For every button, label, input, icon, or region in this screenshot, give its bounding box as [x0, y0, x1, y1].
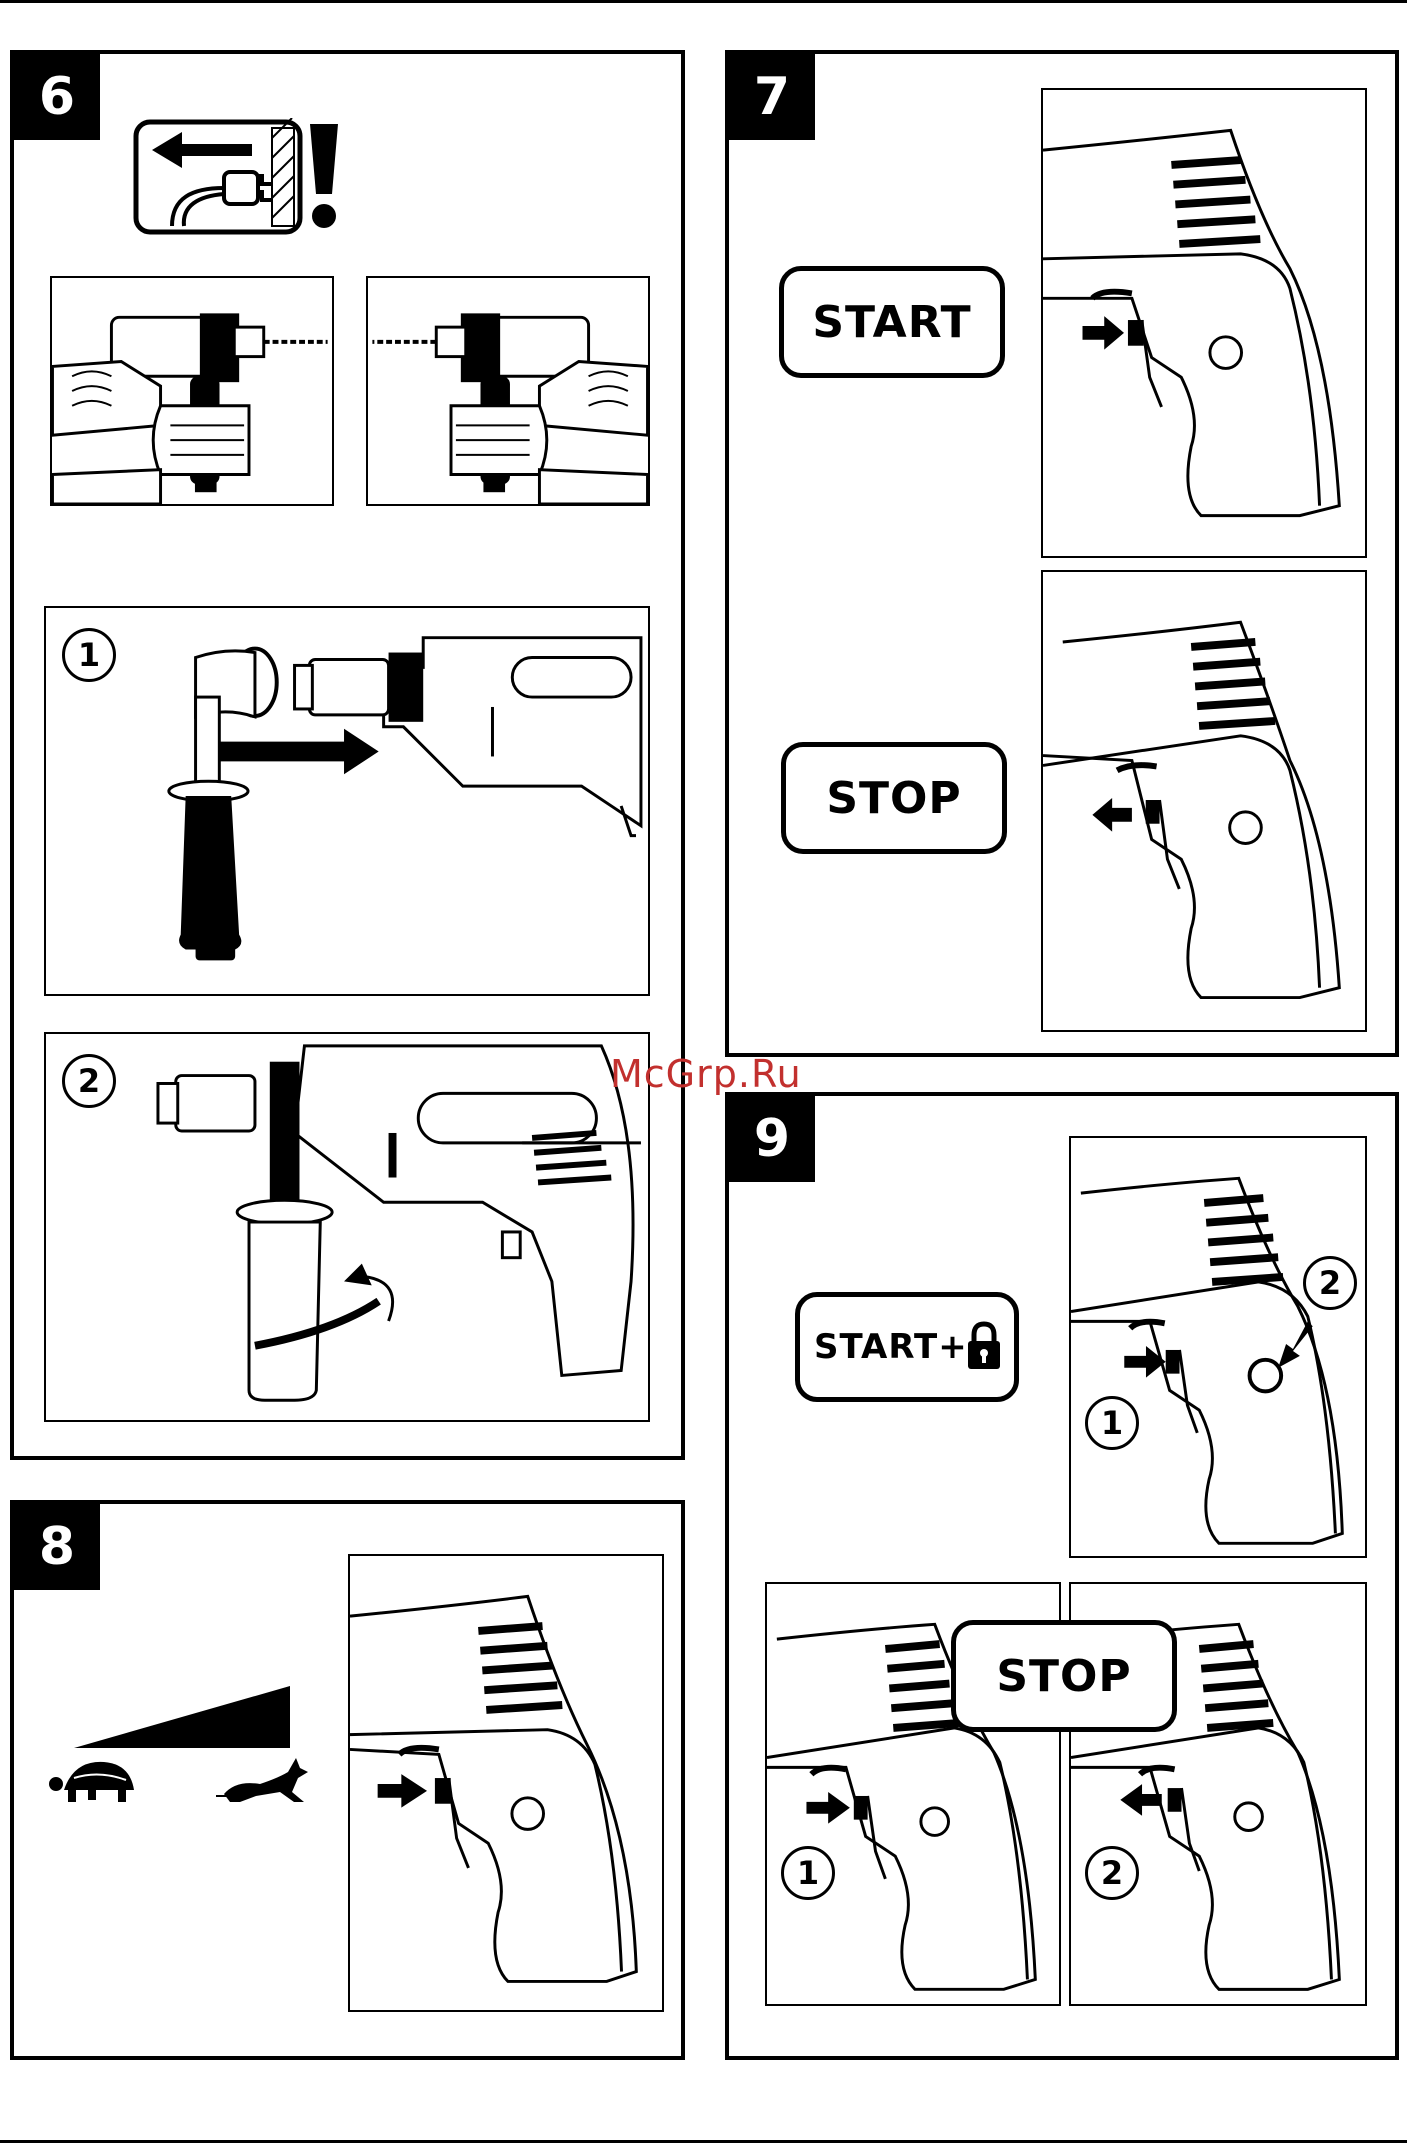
section-7-panel: 7 START STOP [725, 50, 1399, 1057]
section-9-panel: 9 START+ 2 1 [725, 1092, 1399, 2060]
stop-label: STOP [781, 742, 1007, 854]
lock-step-circle-1: 1 [1085, 1396, 1139, 1450]
top-rule [0, 0, 1407, 3]
bottom-rule [0, 2140, 1407, 2143]
section-number-6: 6 [14, 54, 100, 140]
stop-step-circle-1: 1 [781, 1846, 835, 1900]
padlock-icon [968, 1321, 1000, 1371]
hold-drill-left-image [366, 276, 650, 506]
lock-step-circle-2: 2 [1303, 1256, 1357, 1310]
start-label: START [779, 266, 1005, 378]
section-6-panel: 6 [10, 50, 685, 1460]
step-circle-1: 1 [62, 628, 116, 682]
stop-step-circle-2: 2 [1085, 1846, 1139, 1900]
exclamation-icon [304, 120, 344, 230]
attach-handle-image [44, 606, 650, 996]
hold-drill-right-image [50, 276, 334, 506]
watermark: McGrp.Ru [610, 1052, 802, 1096]
section-number-8: 8 [14, 1504, 100, 1590]
section-8-panel: 8 [10, 1500, 685, 2060]
trigger-release-image [1041, 570, 1367, 1032]
speed-trigger-image [348, 1554, 664, 2012]
stop-label-9: STOP [951, 1620, 1177, 1732]
section-number-9: 9 [729, 1096, 815, 1182]
start-lock-text: START+ [814, 1327, 968, 1367]
trigger-press-image [1041, 88, 1367, 558]
rotate-handle-image [44, 1032, 650, 1422]
hare-icon [216, 1750, 312, 1810]
start-lock-label: START+ [795, 1292, 1019, 1402]
lock-button-image [1069, 1136, 1367, 1558]
step-circle-2: 2 [62, 1054, 116, 1108]
speed-wedge-icon [74, 1684, 304, 1754]
section-number-7: 7 [729, 54, 815, 140]
tortoise-icon [44, 1754, 144, 1814]
